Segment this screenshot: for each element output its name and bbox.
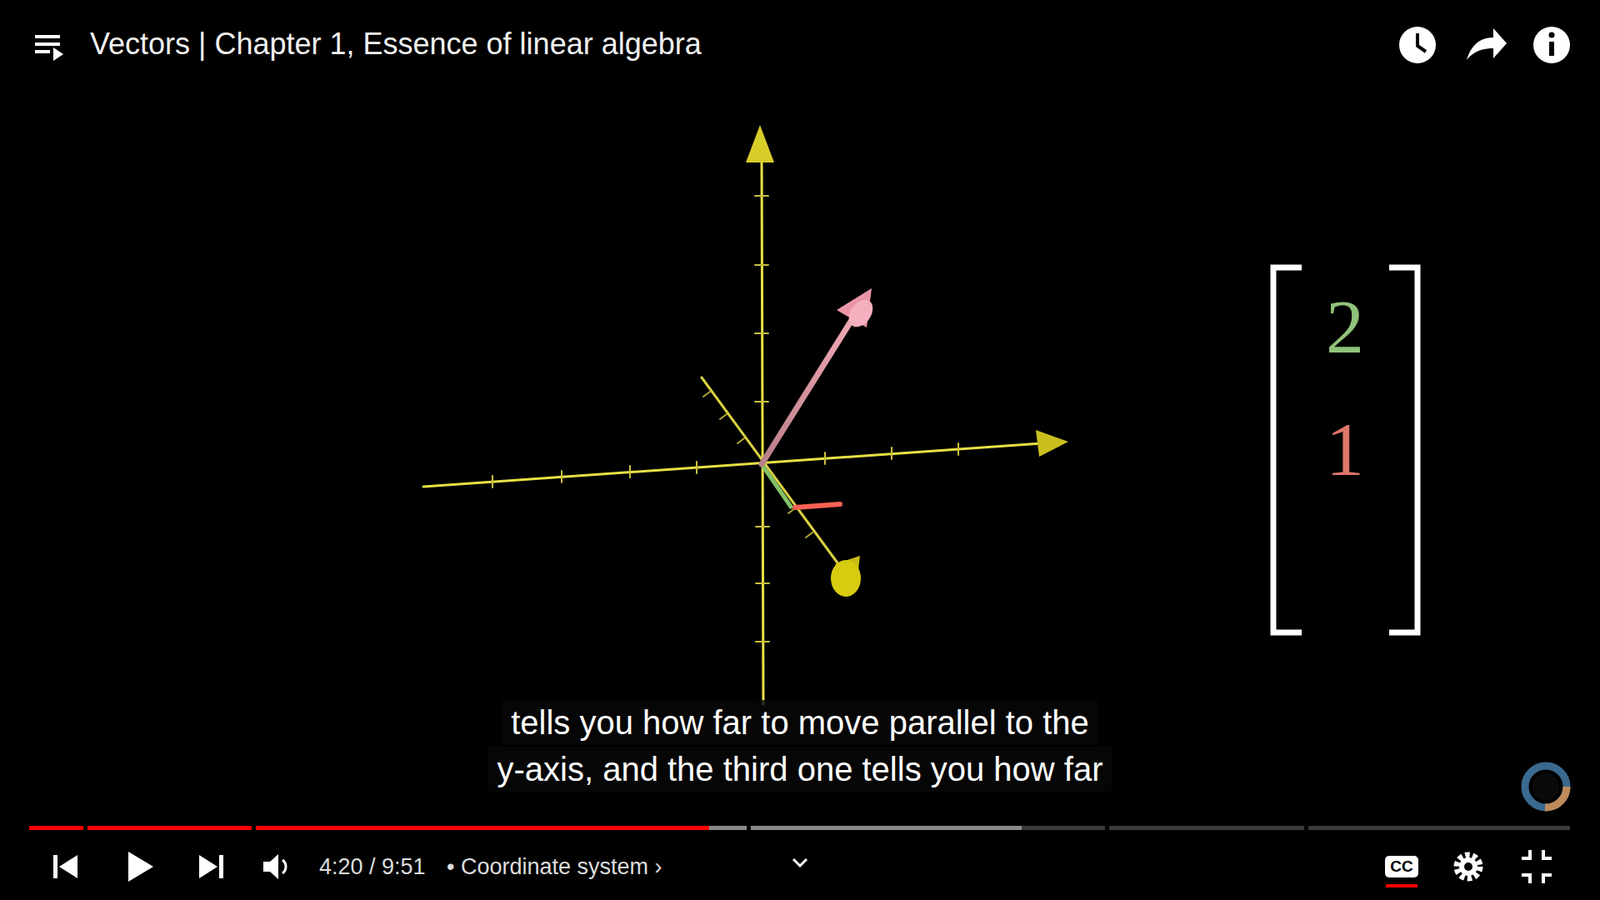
previous-button [53, 855, 78, 879]
next-button [199, 855, 224, 879]
subtitle-line: tells you how far to move parallel to th… [502, 700, 1098, 745]
captions-indicator [1385, 884, 1418, 888]
info-icon [1533, 26, 1570, 64]
vector-entry: 1 [1325, 407, 1365, 491]
play-button [128, 851, 154, 882]
matrix-brackets [1273, 267, 1418, 633]
video-title: Vectors | Chapter 1, Essence of linear a… [90, 27, 702, 61]
chapters-chevron [793, 859, 807, 866]
time-display: 4:20 / 9:51 [319, 853, 426, 880]
exit-fullscreen-icon [1521, 850, 1552, 884]
share-icon [1466, 28, 1507, 60]
vector-entry: 2 [1325, 285, 1365, 369]
playlist-icon [35, 35, 64, 61]
volume-icon [263, 854, 286, 880]
settings-icon [1457, 855, 1480, 878]
watch-later-icon [1399, 26, 1436, 64]
chapter-title: • Coordinate system › [446, 853, 663, 880]
loading-spinner [1525, 765, 1567, 808]
progress-bar [29, 824, 1570, 832]
captions-button: CC [1385, 855, 1418, 878]
axes-3d [423, 125, 1069, 705]
subtitle-line: y-axis, and the third one tells you how … [488, 746, 1111, 792]
